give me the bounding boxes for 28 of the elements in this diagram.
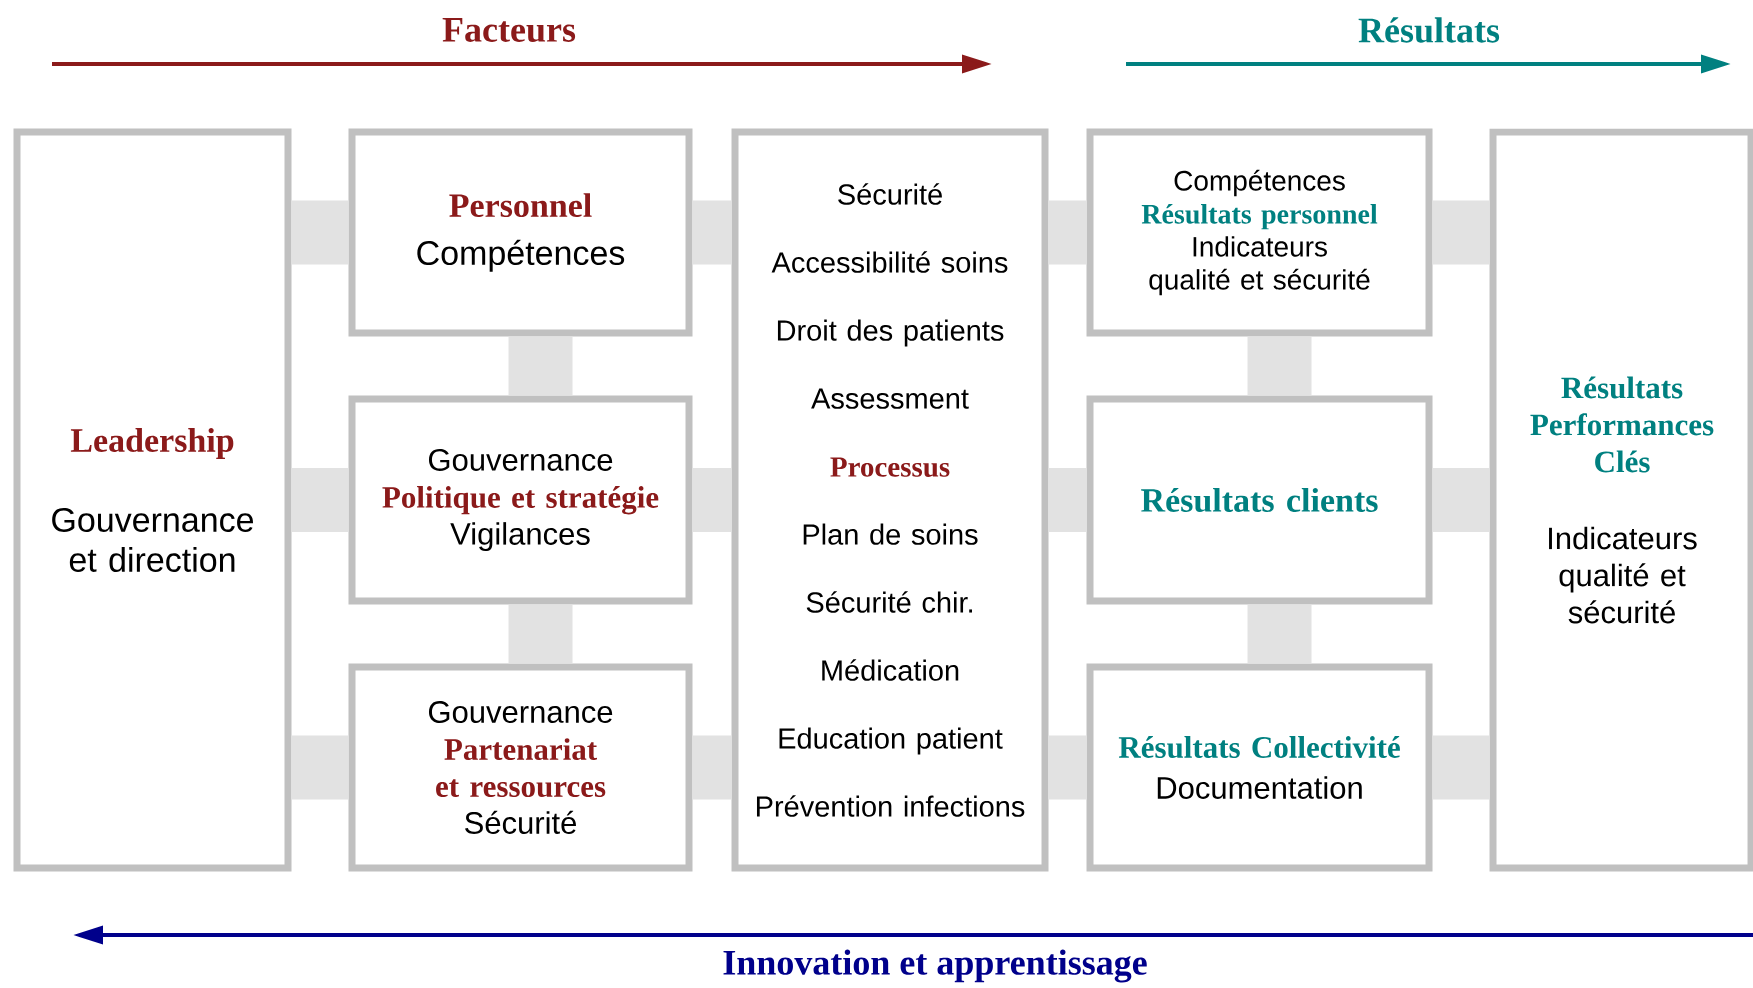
connector-band [692,735,732,800]
model-box: Sécurité Accessibilité soins Droit des patients Assessment Processus Plan de soins Sécurité chir. Médication Education patient Prévention infections [731,128,1049,872]
model-box: Leadership Gouvernance et direction [13,128,292,872]
model-box: Résultats clients [1086,395,1433,605]
model-box: Compétences Résultats personnel Indicateurs qualité et sécurité [1086,128,1433,337]
arrow-label: Résultats [1358,17,1500,43]
connector-band [1048,735,1087,800]
connector-band [1048,468,1087,532]
model-box: Résultats Performances Clés Indicateurs qualité et sécurité [1489,128,1753,872]
connector-band [1432,468,1490,532]
connector-band [1048,200,1087,265]
model-box: Gouvernance Politique et stratégie Vigilances [348,395,693,605]
connector-band [291,200,349,265]
connector-band [692,200,732,265]
model-box: Personnel Compétences [348,128,693,337]
connector-band [508,604,573,664]
connector-band [1432,200,1490,265]
connector-band [291,735,349,800]
connector-band [1247,336,1312,396]
connector-band [1247,604,1312,664]
arrow-label: Facteurs [442,18,576,42]
connector-band [508,336,573,396]
connector-band [692,468,732,532]
arrow-label: Innovation et apprentissage [723,949,1147,983]
model-box: Résultats Collectivité Documentation [1086,663,1433,872]
model-box: Gouvernance Partenariat et ressources Sécurité [348,663,693,872]
connector-band [291,468,349,532]
connector-band [1432,735,1490,800]
